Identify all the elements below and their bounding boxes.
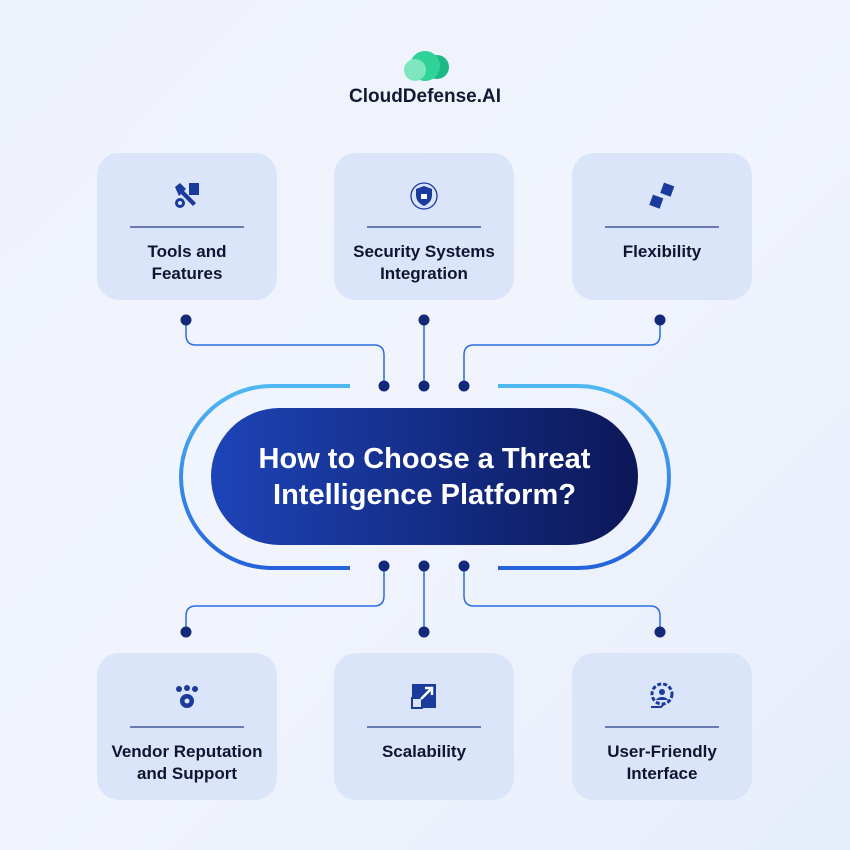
card-scalability: Scalability bbox=[334, 653, 514, 800]
connector-dot bbox=[418, 560, 430, 572]
puzzle-icon bbox=[649, 182, 675, 209]
card-label: User-Friendly Interface bbox=[607, 742, 717, 783]
shield-lock-icon bbox=[410, 182, 438, 210]
connector-dot bbox=[378, 560, 390, 572]
card-security-systems-integration: Security Systems Integration bbox=[334, 153, 514, 300]
brand-name: CloudDefense.AI bbox=[348, 86, 502, 107]
connector-dot bbox=[458, 560, 470, 572]
connector-dot bbox=[180, 626, 192, 638]
cloud-logo-icon bbox=[404, 51, 449, 81]
connector-dot bbox=[418, 626, 430, 638]
card-label: Flexibility bbox=[622, 242, 702, 261]
divider bbox=[130, 226, 244, 228]
connector-dot bbox=[654, 314, 666, 326]
card-vendor-reputation: Vendor Reputation and Support bbox=[97, 653, 277, 800]
user-gear-icon bbox=[650, 682, 674, 708]
connector-dot bbox=[458, 380, 470, 392]
card-label: Scalability bbox=[381, 742, 467, 761]
tools-icon bbox=[175, 183, 199, 208]
connector-dot bbox=[180, 314, 192, 326]
divider bbox=[130, 726, 244, 728]
card-tools-and-features: Tools and Features bbox=[97, 153, 277, 300]
divider bbox=[605, 726, 719, 728]
central-title: How to Choose a Threat Intelligence Plat… bbox=[211, 408, 638, 545]
title-text: How to Choose a Threat Intelligence Plat… bbox=[258, 442, 591, 511]
connector-dot bbox=[378, 380, 390, 392]
card-flexibility: Flexibility bbox=[572, 153, 752, 300]
expand-arrow-icon bbox=[411, 684, 436, 709]
divider bbox=[367, 726, 481, 728]
card-label: Vendor Reputation and Support bbox=[111, 742, 263, 783]
connector-dot bbox=[418, 314, 430, 326]
card-user-friendly-interface: User-Friendly Interface bbox=[572, 653, 752, 800]
outer-arc-right bbox=[498, 384, 671, 570]
connector-dot bbox=[418, 380, 430, 392]
divider bbox=[367, 226, 481, 228]
connector-dot bbox=[654, 626, 666, 638]
team-gear-icon bbox=[176, 685, 198, 708]
card-label: Security Systems Integration bbox=[353, 242, 495, 283]
divider bbox=[605, 226, 719, 228]
outer-arc-left bbox=[179, 384, 350, 570]
card-label: Tools and Features bbox=[147, 242, 227, 283]
